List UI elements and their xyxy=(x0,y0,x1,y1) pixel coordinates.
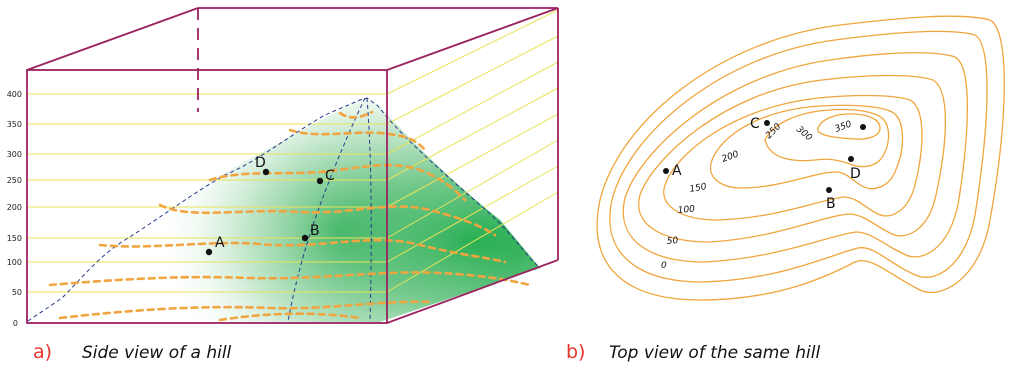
top-view xyxy=(596,15,1005,301)
side-point-a-label: A xyxy=(215,235,225,251)
y-axis-labels: 400 350 300 250 200 150 100 50 0 xyxy=(7,90,22,328)
y-label-100: 100 xyxy=(7,258,22,267)
side-point-d-label: D xyxy=(255,155,266,171)
side-view: 400 350 300 250 200 150 100 50 0 D C B A xyxy=(7,7,559,328)
side-point-b-label: B xyxy=(310,223,320,239)
side-point-d-dot xyxy=(262,168,270,176)
top-point-c-label: C xyxy=(750,116,760,132)
caption-a-text: Side view of a hill xyxy=(82,343,232,363)
box-outline xyxy=(26,7,559,324)
caption-a-letter: a) xyxy=(33,341,53,363)
y-label-50: 50 xyxy=(12,288,22,297)
top-point-b-label: B xyxy=(826,196,836,212)
contour-300 xyxy=(764,108,890,168)
contour-label-300: 300 xyxy=(794,125,814,144)
top-point-c-dot xyxy=(764,120,770,126)
y-label-250: 250 xyxy=(7,176,22,185)
hill-internal-curve-2 xyxy=(366,97,372,323)
side-view-points: D C B A xyxy=(205,155,335,256)
side-point-c-label: C xyxy=(325,168,335,184)
y-label-200: 200 xyxy=(7,203,22,212)
hill-profile-outline xyxy=(27,97,541,322)
top-point-d-label: D xyxy=(850,166,861,182)
contour-200 xyxy=(663,94,923,221)
hill-shading xyxy=(28,98,540,322)
caption-b-text: Top view of the same hill xyxy=(609,343,821,363)
side-point-b-dot xyxy=(301,234,309,242)
side-level-lines xyxy=(386,9,559,293)
top-view-contour-labels: 350 300 250 200 150 100 50 0 xyxy=(661,119,853,271)
top-view-points: C A D B xyxy=(663,116,866,212)
contour-350 xyxy=(817,113,881,140)
y-label-350: 350 xyxy=(7,120,22,129)
contour-label-0: 0 xyxy=(661,261,667,271)
top-point-a-label: A xyxy=(672,163,682,179)
side-point-a-dot xyxy=(205,248,213,256)
contour-0 xyxy=(596,15,1005,301)
top-point-d-dot xyxy=(848,156,854,162)
hill-contour-lines xyxy=(48,110,532,322)
front-level-lines xyxy=(27,93,387,293)
y-label-300: 300 xyxy=(7,150,22,159)
contour-label-50: 50 xyxy=(666,236,679,247)
contour-label-200: 200 xyxy=(721,149,741,164)
y-label-150: 150 xyxy=(7,234,22,243)
contour-label-150: 150 xyxy=(689,182,708,195)
top-point-a-dot xyxy=(663,168,669,174)
top-point-summit-dot xyxy=(860,124,866,130)
y-label-400: 400 xyxy=(7,90,22,99)
contour-label-100: 100 xyxy=(677,205,695,216)
top-point-b-dot xyxy=(826,187,832,193)
side-point-c-dot xyxy=(316,177,324,185)
y-label-0: 0 xyxy=(13,319,18,328)
contour-150 xyxy=(638,74,947,243)
contour-100 xyxy=(622,52,968,263)
contour-250 xyxy=(709,104,904,190)
caption-b-letter: b) xyxy=(566,341,586,363)
contour-label-350: 350 xyxy=(834,119,854,134)
contour-50 xyxy=(609,30,988,283)
